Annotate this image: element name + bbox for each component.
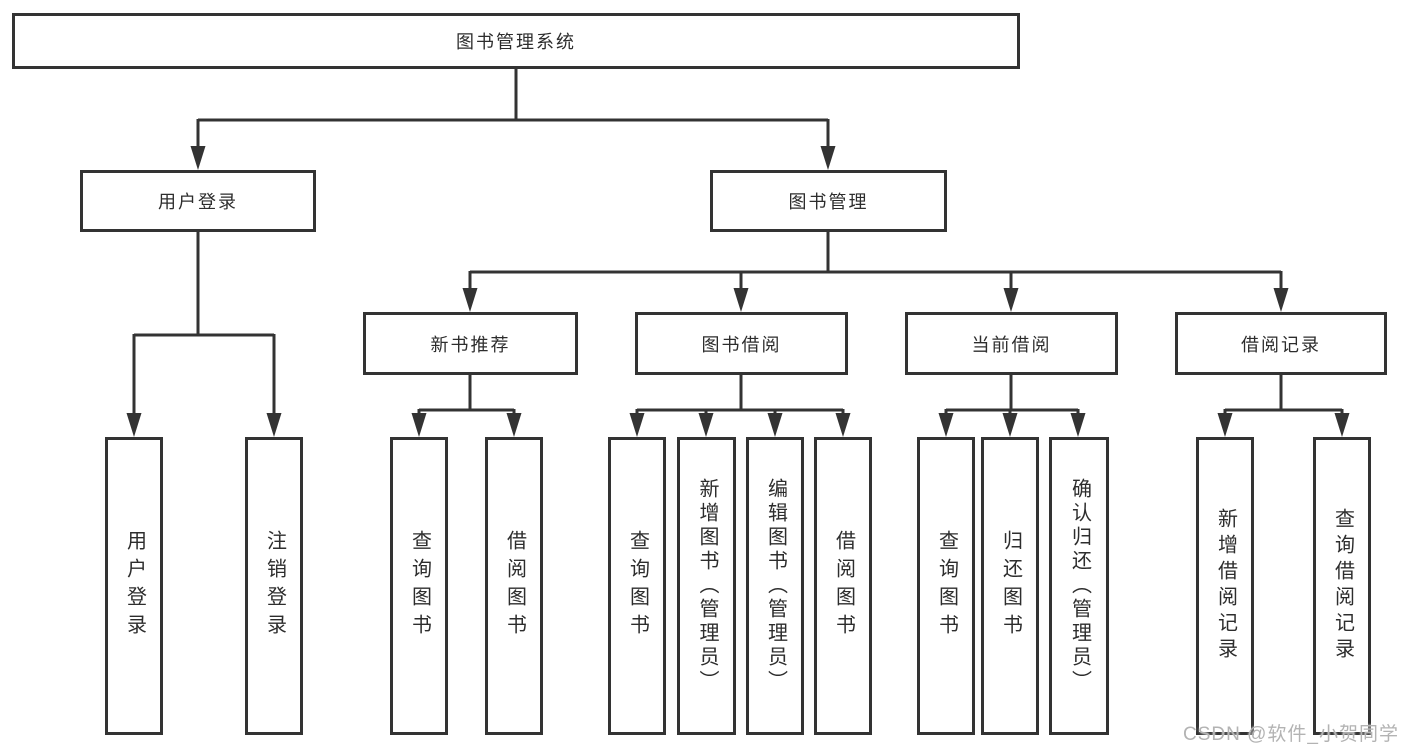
node-book-management: 图书管理 (710, 170, 947, 232)
watermark-text: CSDN @软件_小贺同学 (1183, 724, 1399, 745)
leaf-user-login-label: 用户登录 (123, 530, 146, 642)
arrowheads-borrow-section (629, 413, 851, 437)
leaf-user-login: 用户登录 (105, 437, 163, 735)
node-root-label: 图书管理系统 (456, 32, 576, 52)
node-user-login-branch-label: 用户登录 (158, 192, 238, 212)
leaf-borrow-books: 借阅图书 (814, 437, 872, 735)
node-root: 图书管理系统 (12, 13, 1020, 69)
node-book-borrow-label: 图书借阅 (701, 334, 782, 355)
leaf-edit-book-admin: 编辑图书（管理员） (746, 437, 804, 735)
node-book-management-label: 图书管理 (788, 192, 869, 212)
arrowheads-records-section (1217, 413, 1350, 437)
leaf-confirm-return-admin-label: 确认归还（管理员） (1068, 478, 1091, 694)
leaf-return-books: 归还图书 (981, 437, 1039, 735)
arrowheads-user-branch (126, 413, 282, 437)
leaf-query-borrow-record-label: 查询借阅记录 (1331, 508, 1354, 664)
node-book-borrow: 图书借阅 (635, 312, 848, 375)
connector-records-section (1223, 375, 1344, 413)
leaf-confirm-return-admin: 确认归还（管理员） (1049, 437, 1109, 735)
arrowheads-level1 (190, 146, 836, 170)
node-new-book-recommend: 新书推荐 (363, 312, 578, 375)
leaf-recommend-borrow-books-label: 借阅图书 (503, 530, 526, 642)
node-new-book-recommend-label: 新书推荐 (430, 334, 511, 355)
connector-current-section (944, 375, 1080, 413)
arrowheads-book-branch (462, 288, 1289, 312)
node-borrow-records-label: 借阅记录 (1241, 334, 1321, 355)
leaf-return-books-label: 归还图书 (999, 530, 1022, 642)
leaf-borrow-books-label: 借阅图书 (832, 530, 855, 642)
connector-recommend-section (417, 375, 516, 413)
connector-user-branch (132, 232, 276, 413)
leaf-add-book-admin: 新增图书（管理员） (677, 437, 736, 735)
leaf-add-borrow-record-label: 新增借阅记录 (1214, 508, 1237, 664)
arrowheads-recommend-section (411, 413, 522, 437)
leaf-recommend-query-books-label: 查询图书 (408, 530, 431, 642)
connector-borrow-section (635, 375, 845, 413)
leaf-add-borrow-record: 新增借阅记录 (1196, 437, 1254, 735)
connector-root-to-level1 (196, 67, 830, 146)
leaf-add-book-admin-label: 新增图书（管理员） (696, 478, 718, 694)
node-current-borrow: 当前借阅 (905, 312, 1118, 375)
connector-book-branch (468, 232, 1283, 288)
leaf-query-borrow-record: 查询借阅记录 (1313, 437, 1371, 735)
leaf-logout-label: 注销登录 (263, 530, 286, 642)
leaf-borrow-query-books: 查询图书 (608, 437, 666, 735)
node-borrow-records: 借阅记录 (1175, 312, 1387, 375)
leaf-current-query-books-label: 查询图书 (935, 530, 958, 642)
leaf-current-query-books: 查询图书 (917, 437, 975, 735)
leaf-edit-book-admin-label: 编辑图书（管理员） (764, 478, 787, 694)
node-current-borrow-label: 当前借阅 (971, 334, 1052, 355)
leaf-recommend-query-books: 查询图书 (390, 437, 448, 735)
leaf-logout: 注销登录 (245, 437, 303, 735)
leaf-recommend-borrow-books: 借阅图书 (485, 437, 543, 735)
arrowheads-current-section (938, 413, 1086, 437)
node-user-login-branch: 用户登录 (80, 170, 316, 232)
leaf-borrow-query-books-label: 查询图书 (626, 530, 649, 642)
